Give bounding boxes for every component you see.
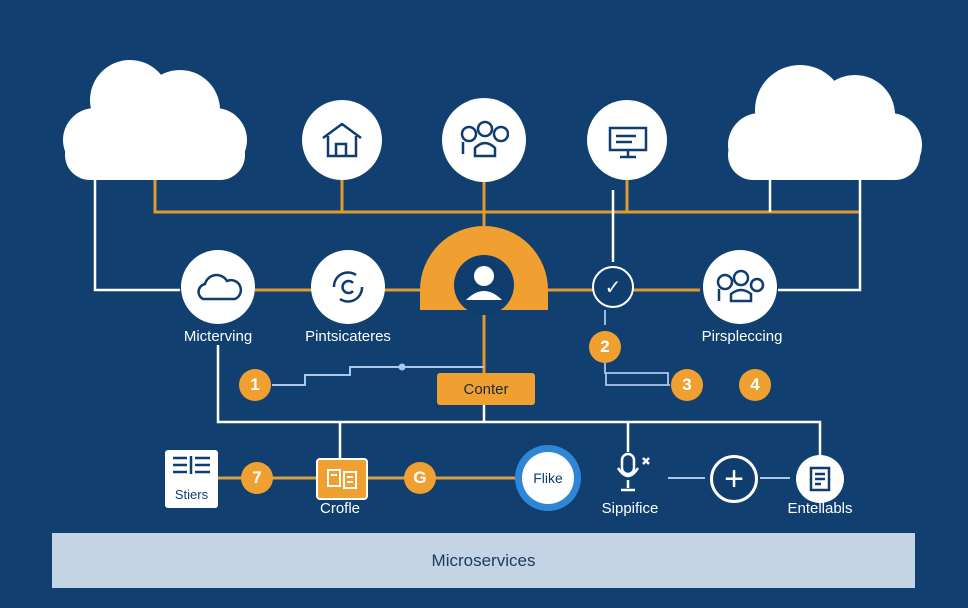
stiers-label: Stiers	[174, 487, 209, 502]
flike-label: Flike	[533, 470, 563, 486]
list-icon	[173, 456, 210, 474]
team-node[interactable]	[442, 98, 526, 182]
plus-icon: +	[724, 460, 744, 498]
label-crofle: Crofle	[319, 500, 361, 517]
step-badge-2: 2	[589, 331, 621, 363]
conter-box[interactable]: Conter	[437, 373, 535, 405]
sync-icon	[332, 271, 364, 303]
people-node[interactable]	[703, 250, 777, 324]
label-micterving: Micterving	[183, 328, 253, 345]
cloud-node[interactable]	[181, 250, 255, 324]
crofle-node[interactable]	[316, 458, 368, 500]
cloud-right	[728, 65, 922, 180]
step-badge-1: 1	[239, 369, 271, 401]
label-entellabls: Entellabls	[787, 500, 853, 517]
label-pirspleccing: Pirspleccing	[701, 328, 783, 345]
cloud-left	[63, 60, 247, 180]
monitor-icon	[608, 126, 648, 159]
step-badge-4: 4	[739, 369, 771, 401]
check-node[interactable]: ✓	[592, 266, 634, 308]
label-sippifice: Sippifice	[601, 500, 659, 517]
house-icon	[322, 122, 362, 158]
document-icon	[809, 466, 831, 492]
microservices-label: Microservices	[431, 550, 536, 570]
microservices-bar: Microservices	[52, 533, 915, 588]
conter-label: Conter	[463, 380, 509, 398]
add-button[interactable]: +	[710, 455, 758, 503]
monitor-node[interactable]	[587, 100, 667, 180]
microphone-icon	[616, 452, 650, 492]
check-icon: ✓	[604, 276, 622, 299]
house-node[interactable]	[302, 100, 382, 180]
step-badge-g: G	[404, 462, 436, 494]
stiers-card[interactable]: Stiers	[165, 450, 218, 508]
label-pintsicateres: Pintsicateres	[305, 328, 391, 345]
flike-node[interactable]: Flike	[522, 452, 574, 504]
step-badge-7: 7	[241, 462, 273, 494]
sync-node[interactable]	[311, 250, 385, 324]
entellabls-node[interactable]	[796, 455, 844, 503]
team-icon	[460, 120, 509, 158]
people-icon	[716, 269, 765, 303]
step-badge-3: 3	[671, 369, 703, 401]
files-icon	[327, 469, 357, 489]
cloud-icon	[197, 273, 243, 301]
